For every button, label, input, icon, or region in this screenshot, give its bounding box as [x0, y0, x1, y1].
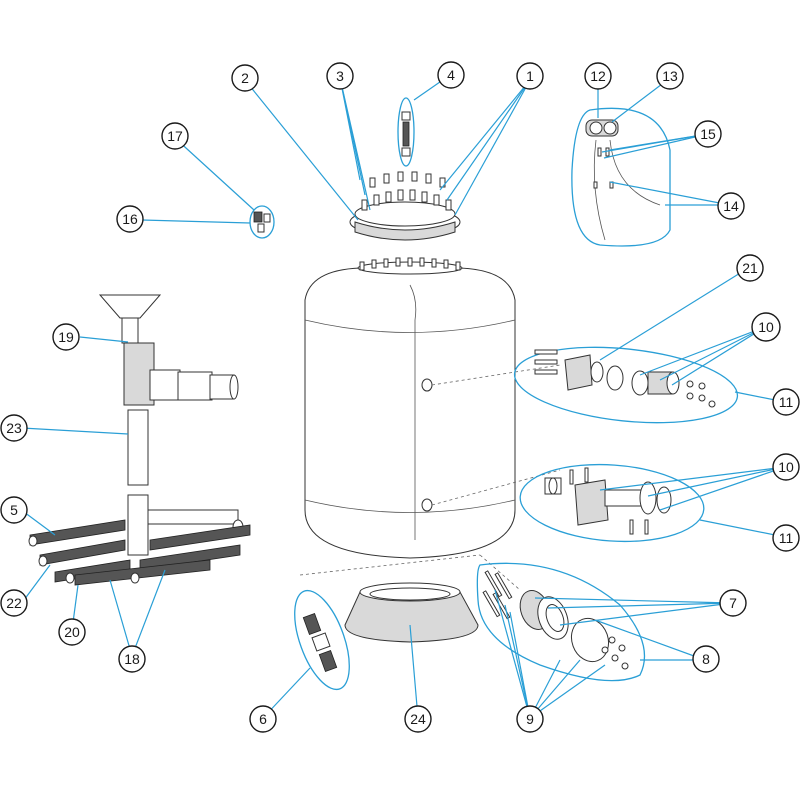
callout-10-lower: 10	[772, 453, 800, 481]
central-pipe	[127, 409, 149, 486]
valve-body	[585, 119, 619, 137]
port-bolts-upper	[534, 349, 558, 375]
callout-8-label: 8	[702, 651, 710, 667]
callout-19: 19	[52, 323, 80, 351]
callout-13: 13	[656, 62, 684, 90]
side-port-lower	[519, 463, 705, 543]
callout-6: 6	[249, 705, 277, 733]
callout-12: 12	[584, 62, 612, 90]
callout-13-label: 13	[662, 68, 678, 84]
callout-19-label: 19	[58, 329, 74, 345]
callout-23: 23	[0, 414, 28, 442]
callout-15: 15	[694, 120, 722, 148]
callout-1-label: 1	[526, 68, 534, 84]
lid-assembly	[349, 97, 461, 241]
leader-lines	[21, 74, 786, 719]
callout-21: 21	[736, 254, 764, 282]
callout-10-upper: 10	[751, 312, 781, 342]
callout-11-lower-label: 11	[779, 530, 794, 546]
callout-3: 3	[326, 62, 354, 90]
callout-10-lower-label: 10	[778, 459, 794, 475]
manhole-bolts	[482, 570, 513, 620]
callout-21-label: 21	[742, 260, 758, 276]
callout-11-lower: 11	[772, 524, 800, 552]
callout-12-label: 12	[590, 68, 606, 84]
small-valve	[249, 205, 275, 239]
side-port-upper	[513, 346, 739, 424]
callout-5-label: 5	[10, 502, 18, 518]
callout-20-label: 20	[64, 624, 80, 640]
callout-6-label: 6	[259, 711, 267, 727]
callout-5: 5	[0, 496, 28, 524]
callout-14-label: 14	[723, 198, 739, 214]
callout-9: 9	[516, 705, 544, 733]
callout-11-upper: 11	[772, 388, 800, 416]
filter-tank	[304, 257, 516, 559]
tank-base	[344, 582, 479, 643]
callout-9-label: 9	[526, 711, 534, 727]
upper-diffuser	[98, 294, 239, 406]
callout-4-label: 4	[447, 67, 455, 83]
callout-24-label: 24	[410, 711, 426, 727]
bottom-manhole	[476, 562, 646, 682]
lid-bolts	[361, 171, 452, 211]
callout-2-label: 2	[241, 70, 249, 86]
callout-11-upper-label: 11	[779, 394, 794, 410]
callout-10-upper-label: 10	[758, 319, 774, 335]
callout-16: 16	[116, 205, 144, 233]
callout-8: 8	[692, 645, 720, 673]
outlet-fitting	[294, 589, 350, 691]
callout-15-label: 15	[700, 126, 716, 142]
callout-22-label: 22	[6, 595, 22, 611]
pressure-gauge	[397, 97, 415, 167]
callout-1: 1	[516, 62, 544, 90]
lateral-collector	[28, 494, 251, 586]
callout-2: 2	[231, 64, 259, 92]
callout-4: 4	[437, 61, 465, 89]
callout-3-label: 3	[336, 68, 344, 84]
callout-22: 22	[0, 589, 28, 617]
valve-zone	[571, 107, 671, 247]
callout-24: 24	[404, 705, 432, 733]
callout-17: 17	[161, 122, 189, 150]
callout-18: 18	[118, 645, 146, 673]
callout-7: 7	[719, 589, 747, 617]
callout-20: 20	[58, 618, 86, 646]
callout-23-label: 23	[6, 420, 22, 436]
callout-7-label: 7	[729, 595, 737, 611]
lateral-arms	[29, 519, 251, 586]
callout-16-label: 16	[122, 211, 138, 227]
tank-neck-teeth	[359, 257, 461, 271]
callout-14: 14	[717, 192, 745, 220]
callout-18-label: 18	[124, 651, 140, 667]
callout-17-label: 17	[167, 128, 183, 144]
